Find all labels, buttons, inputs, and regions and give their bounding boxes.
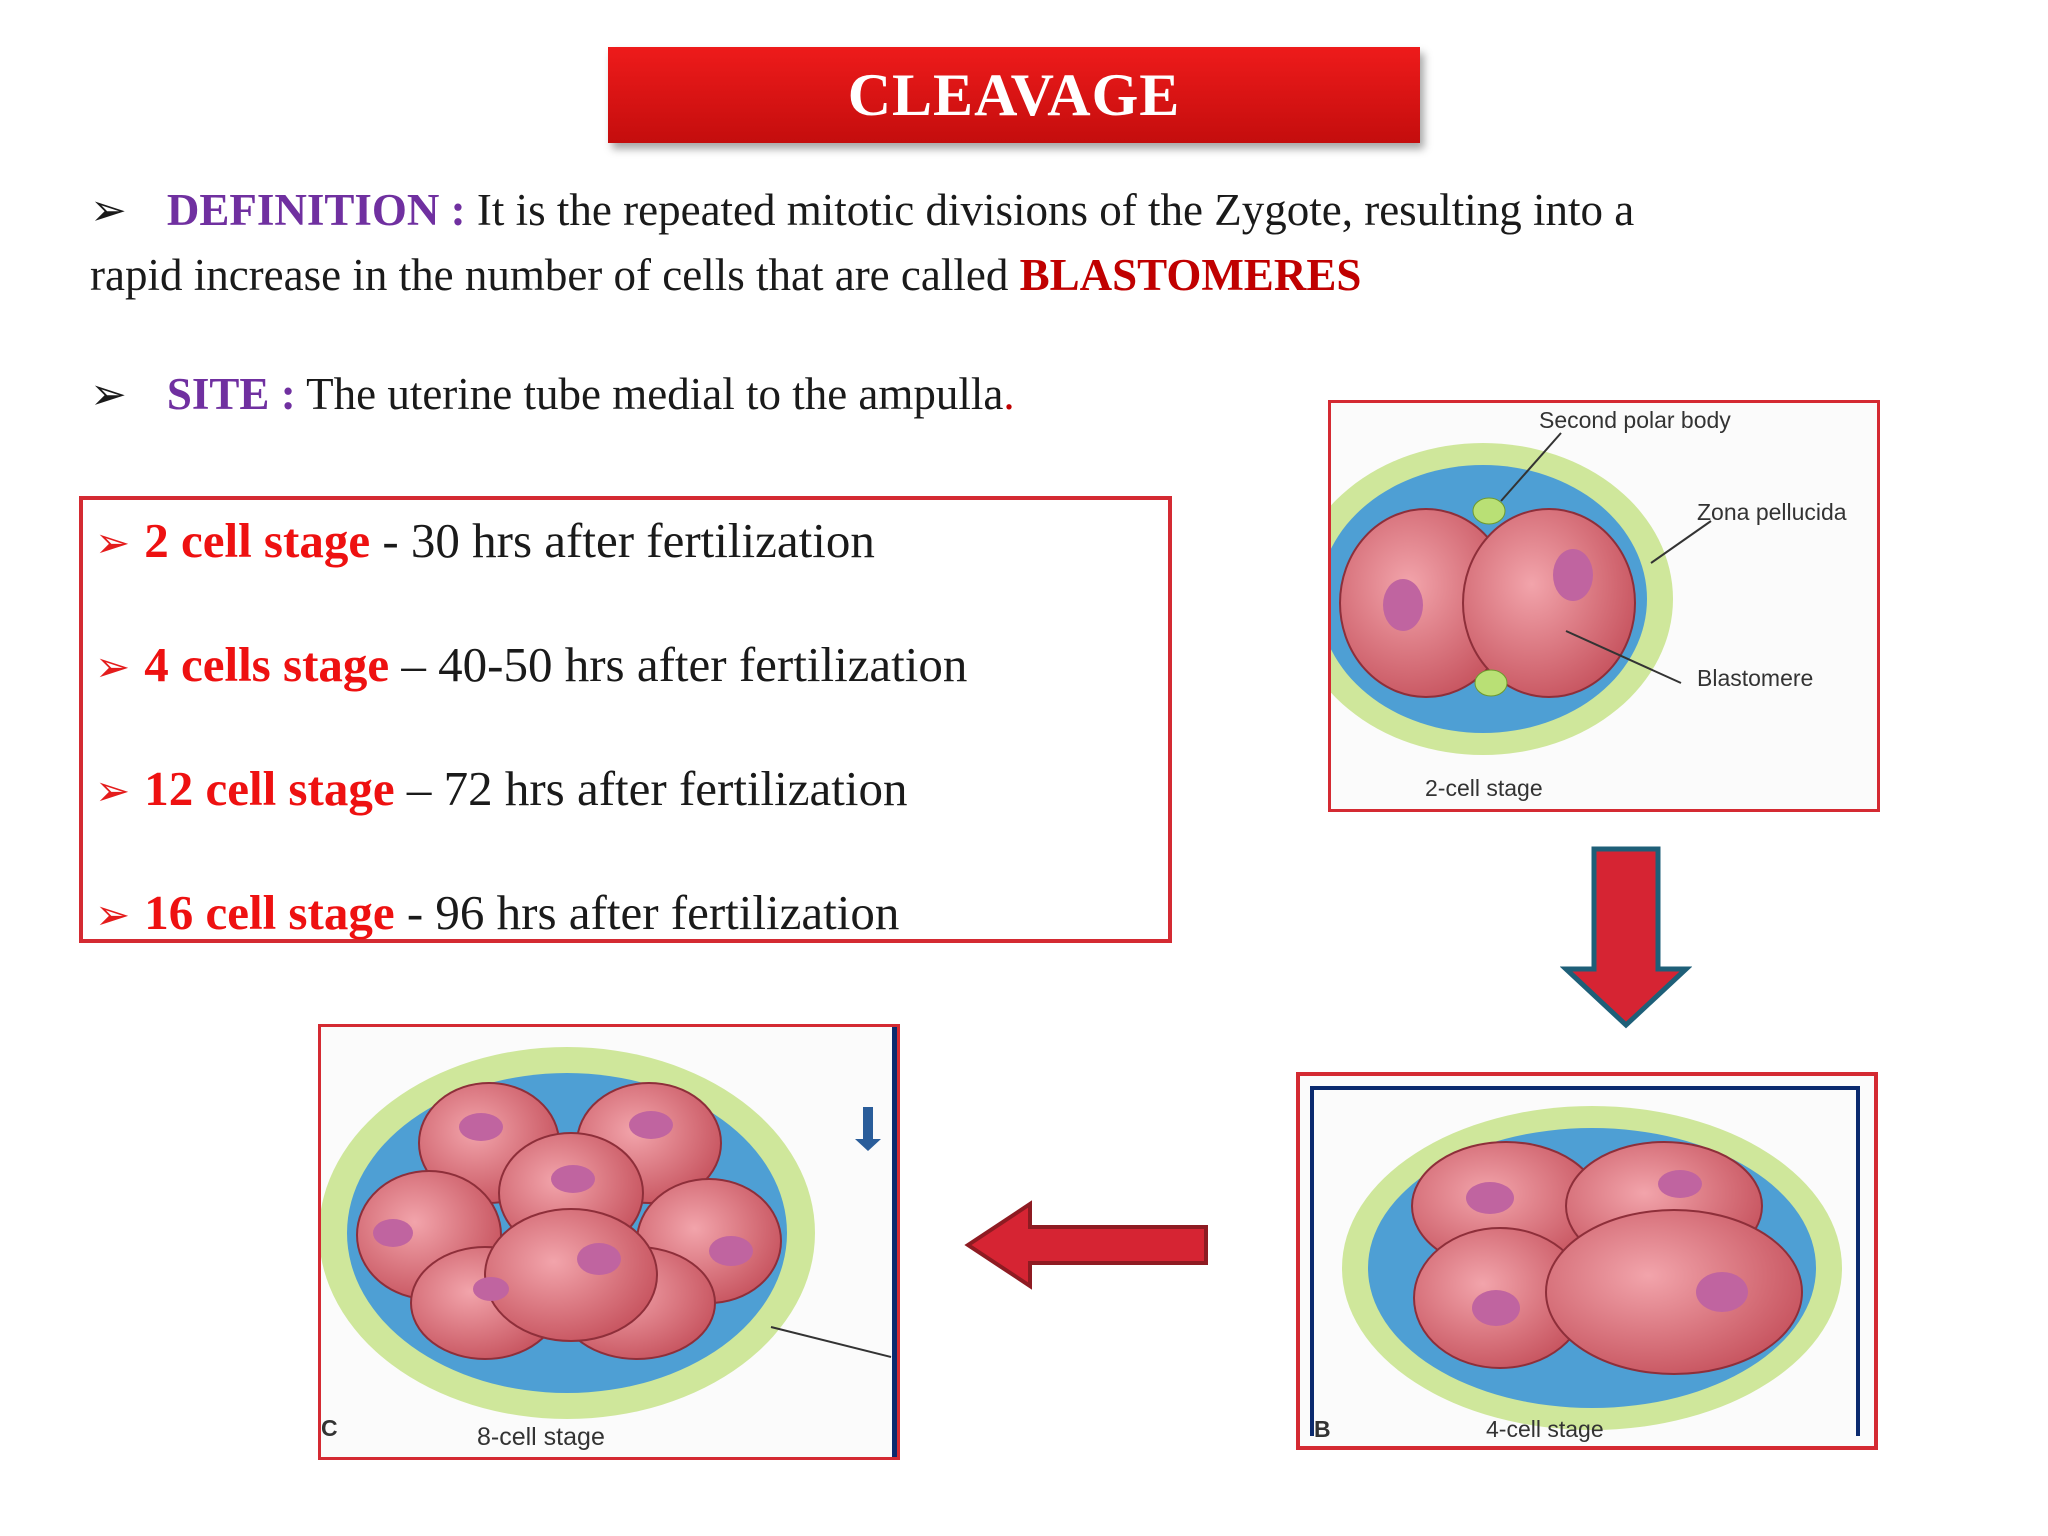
definition-text-2: rapid increase in the number of cells th…: [90, 250, 1020, 300]
arrow-down-icon: [1560, 846, 1692, 1029]
stage-item: ➢ 16 cell stage - 96 hrs after fertilizat…: [95, 884, 899, 941]
site-label: SITE :: [166, 369, 296, 419]
stage-separator: -: [394, 885, 436, 940]
definition-label: DEFINITION :: [166, 185, 466, 235]
stage-list-box: ➢ 2 cell stage - 30 hrs after fertilizati…: [79, 496, 1172, 943]
stage-name: 2 cell stage: [144, 513, 371, 568]
bullet-arrow-icon: ➢: [90, 186, 127, 235]
blastomere-label: Blastomere: [1697, 665, 1814, 691]
stage-item: ➢ 2 cell stage - 30 hrs after fertilizati…: [95, 512, 875, 569]
stage-separator: –: [389, 637, 439, 692]
figure-caption: 4-cell stage: [1486, 1416, 1604, 1442]
blastomeres-highlight: BLASTOMERES: [1019, 250, 1362, 300]
arrow-left-icon: [964, 1200, 1208, 1290]
figure-eight-cell-stage: C 8-cell stage: [318, 1024, 900, 1460]
figure-caption: 2-cell stage: [1425, 775, 1543, 801]
figure-four-cell-stage: B 4-cell stage: [1296, 1072, 1878, 1450]
bullet-arrow-icon: ➢: [95, 769, 131, 815]
stage-time: 40-50 hrs after fertilization: [438, 637, 968, 692]
second-polar-body-label: Second polar body: [1539, 407, 1731, 433]
two-cell-embryo-illustration: [1331, 432, 1712, 755]
stage-separator: –: [394, 761, 444, 816]
page-title: CLEAVAGE: [847, 61, 1181, 128]
bullet-arrow-icon: ➢: [95, 645, 131, 691]
stage-separator: -: [370, 513, 411, 568]
stage-name: 16 cell stage: [144, 885, 395, 940]
eight-cell-embryo-illustration: [321, 1047, 892, 1419]
figure-frame-edge: [892, 1027, 897, 1457]
title-banner: CLEAVAGE: [608, 47, 1420, 143]
figure-caption: 8-cell stage: [477, 1423, 605, 1451]
stage-time: 72 hrs after fertilization: [443, 761, 908, 816]
stage-time: 96 hrs after fertilization: [435, 885, 900, 940]
definition-text: It is the repeated mitotic divisions of …: [465, 185, 1635, 235]
site-text: The uterine tube medial to the ampulla: [295, 369, 1004, 419]
four-cell-embryo-illustration: [1342, 1106, 1842, 1430]
site-paragraph: ➢ SITE : The uterine tube medial to the a…: [90, 362, 1015, 427]
bullet-arrow-icon: ➢: [90, 370, 127, 419]
bullet-arrow-icon: ➢: [95, 893, 131, 939]
stage-name: 12 cell stage: [144, 761, 395, 816]
figure-frame: [1310, 1086, 1860, 1436]
stage-time: 30 hrs after fertilization: [410, 513, 875, 568]
stage-name: 4 cells stage: [144, 637, 390, 692]
bullet-arrow-icon: ➢: [95, 521, 131, 567]
zona-pellucida-label: Zona pellucida: [1697, 499, 1847, 525]
figure-corner-letter: B: [1314, 1416, 1331, 1442]
definition-paragraph: ➢ DEFINITION : It is the repeated mitotic…: [90, 178, 1634, 307]
stage-item: ➢ 12 cell stage – 72 hrs after fertilizat…: [95, 760, 908, 817]
figure-corner-letter: C: [321, 1415, 338, 1441]
figure-two-cell-stage: Second polar body Zona pellucida Blastom…: [1328, 400, 1880, 812]
site-period: .: [1003, 369, 1015, 419]
stage-item: ➢ 4 cells stage – 40-50 hrs after fertili…: [95, 636, 967, 693]
